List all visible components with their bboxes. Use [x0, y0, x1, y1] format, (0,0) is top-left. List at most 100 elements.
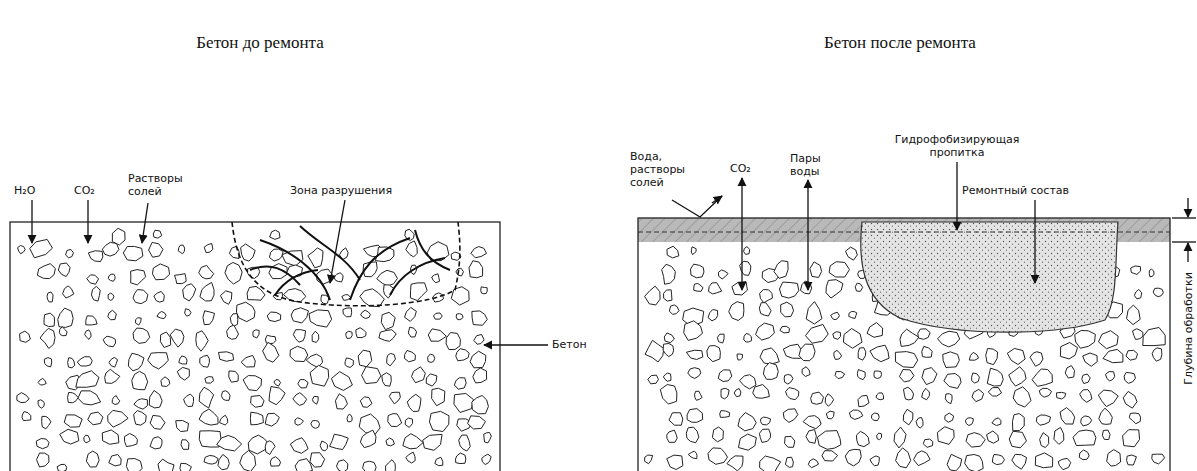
aggregate-stone	[112, 396, 120, 405]
arrow	[87, 200, 88, 243]
aggregate-stone	[874, 371, 882, 379]
aggregate-stone	[454, 378, 466, 389]
aggregate-stone	[744, 247, 750, 255]
aggregate-stone	[943, 352, 960, 368]
aggregate-stone	[66, 249, 74, 257]
aggregate-stone	[185, 309, 191, 316]
aggregate-stone	[1054, 427, 1064, 444]
aggregate-stone	[204, 244, 213, 253]
aggregate-stone	[149, 242, 163, 257]
aggregate-stone	[987, 368, 1003, 386]
aggregate-stone	[858, 395, 869, 406]
aggregate-stone	[1073, 430, 1096, 445]
aggregate-stone	[428, 329, 446, 341]
aggregate-stone	[150, 437, 162, 449]
arrow	[1034, 200, 1035, 283]
aggregate-stone	[986, 349, 998, 365]
arrow	[31, 200, 32, 243]
aggregate-stone	[922, 368, 937, 385]
aggregate-stone	[712, 427, 723, 442]
aggregate-stone	[1126, 350, 1138, 360]
aggregate-stone	[669, 413, 683, 425]
aggregate-stone	[1153, 288, 1163, 297]
aggregate-stone	[37, 453, 49, 467]
aggregate-stone	[810, 262, 822, 278]
aggregate-stone	[811, 392, 824, 404]
aggregate-stone	[1082, 374, 1090, 383]
aggregate-stone	[645, 340, 664, 362]
aggregate-stone	[857, 370, 865, 380]
aggregate-stone	[134, 399, 148, 409]
aggregate-stone	[382, 373, 391, 386]
aggregate-stone	[217, 435, 242, 450]
aggregate-stone	[108, 310, 117, 319]
aggregate-stone	[783, 409, 798, 423]
aggregate-stone	[687, 409, 703, 423]
aggregate-stone	[133, 328, 150, 343]
aggregate-stone	[707, 346, 721, 362]
aggregate-stone	[154, 292, 165, 303]
aggregate-stone	[178, 245, 184, 254]
aggregate-stone	[780, 326, 790, 333]
aggregate-stone	[753, 385, 770, 399]
aggregate-stone	[311, 421, 320, 429]
aggregate-stone	[293, 330, 305, 342]
aggregate-stone	[645, 286, 661, 305]
aggregate-stone	[1103, 349, 1123, 362]
aggregate-stone	[988, 387, 1001, 396]
aggregate-stone	[1035, 453, 1052, 468]
aggregate-stone	[660, 385, 677, 405]
aggregate-stone	[459, 435, 471, 451]
aggregate-stone	[740, 375, 756, 389]
aggregate-stone	[205, 377, 214, 383]
aggregate-stone	[134, 411, 147, 426]
aggregate-stone	[454, 393, 473, 412]
aggregate-stone	[298, 380, 308, 388]
aggregate-stone	[1099, 408, 1113, 424]
aggregate-stone	[1105, 372, 1114, 381]
aggregate-stone	[1036, 415, 1050, 425]
aggregate-stone	[265, 335, 275, 343]
aggregate-stone	[150, 415, 165, 429]
aggregate-stone	[47, 292, 53, 302]
aggregate-stone	[86, 316, 97, 325]
aggregate-stone	[78, 391, 101, 405]
aggregate-stone	[937, 427, 954, 445]
layer-label: Гидрофобизирующая пропитка	[887, 133, 1027, 159]
aggregate-stone	[648, 375, 659, 384]
aggregate-stone	[947, 454, 962, 471]
aggregate-stone	[858, 348, 866, 360]
aggregate-stone	[360, 430, 376, 447]
aggregate-stone	[58, 308, 73, 327]
aggregate-stone	[362, 367, 381, 384]
aggregate-stone	[1107, 450, 1121, 466]
aggregate-stone	[845, 449, 861, 466]
aggregate-stone	[1080, 390, 1092, 403]
dimension-label: Глубина обработки	[1182, 264, 1195, 394]
aggregate-stone	[1143, 327, 1165, 345]
aggregate-stone	[58, 263, 70, 277]
aggregate-stone	[966, 433, 985, 447]
aggregate-stone	[68, 392, 79, 402]
aggregate-stone	[410, 283, 427, 301]
aggregate-stone	[174, 274, 186, 284]
aggregate-stone	[808, 459, 818, 468]
aggregate-stone	[802, 367, 810, 377]
aggregate-stone	[204, 455, 218, 464]
arrow	[807, 180, 808, 290]
arrow	[712, 196, 722, 203]
aggregate-stone	[1032, 369, 1052, 386]
agent-label: CO₂	[730, 162, 770, 175]
aggregate-stone	[309, 310, 332, 327]
material-label: Ремонтный состав	[962, 184, 1092, 197]
aggregate-stone	[694, 283, 703, 291]
aggregate-stone	[835, 371, 845, 378]
aggregate-stone	[468, 416, 486, 429]
aggregate-stone	[161, 377, 170, 387]
aggregate-stone	[284, 289, 306, 302]
aggregate-stone	[870, 345, 889, 361]
aggregate-stone	[446, 333, 460, 350]
aggregate-stone	[474, 334, 484, 344]
aggregate-stone	[68, 358, 75, 368]
aggregate-stone	[149, 390, 162, 407]
